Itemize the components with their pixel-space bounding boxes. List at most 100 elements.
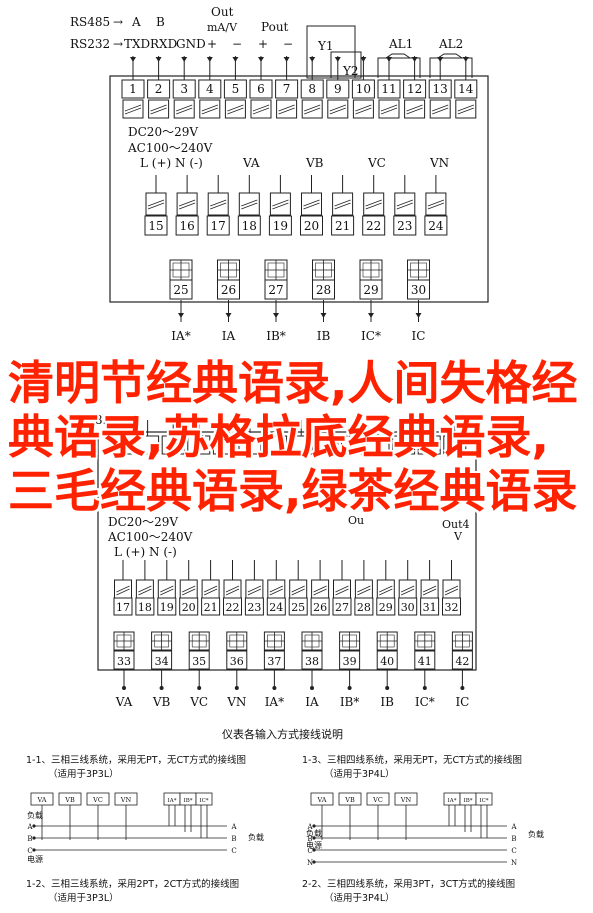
mini-right-phase-letter-right-N: N: [511, 859, 517, 867]
bot-terminal-arrow-30: [415, 313, 422, 318]
top-terminal-arrow-11: [386, 57, 392, 62]
bottom-out4-label: Out4: [442, 518, 470, 531]
bottom-mid-screw-23-body: [245, 579, 264, 601]
bottom-mid-screw-22-slash-b: [225, 588, 240, 596]
top-terminal-screw-14-slash-b: [457, 107, 474, 115]
bottom-mid-box-29: [376, 597, 396, 616]
bot-terminal-arrow-28: [320, 313, 327, 318]
bottom-mid-screw-17-slash-a: [116, 585, 130, 593]
mini-right-phase-dot-N: [312, 860, 316, 864]
bottom-bot-dot-35: [197, 686, 202, 690]
mid-terminal-screw-17-body: [207, 192, 229, 216]
bottom-mid-number-23: 23: [247, 601, 261, 614]
bottom-bot-grid-40-grid-inner: [379, 634, 395, 648]
top-terminal-number-9: 9: [334, 82, 342, 96]
bottom-bot-number-33: 33: [117, 655, 131, 668]
bottom-mid-box-17: [113, 597, 133, 616]
bottom-mid-screw-27-body: [333, 579, 351, 601]
bottom-label-2: VC: [189, 695, 208, 709]
mid-terminal-screw-18-slash-a: [241, 199, 258, 207]
top-terminal-screw-2-slash-a: [150, 104, 167, 112]
mini-left-phase-letter-left-B: B: [27, 835, 32, 843]
bottom-rs485-label: RS485: [70, 413, 110, 427]
bottom-bot-dot-33: [122, 686, 126, 690]
bottom-mid-number-26: 26: [313, 601, 327, 614]
mid-terminal-screw-15-body: [145, 192, 167, 216]
rs232-label: RS232: [70, 37, 110, 51]
bottom-mid-screw-21-body: [201, 579, 220, 601]
mid-terminal-screw-16-slash-b: [178, 202, 196, 210]
bottom-mid-number-27: 27: [335, 601, 349, 614]
mid-terminal-box-15: [144, 215, 168, 236]
bottom-bot-number-36: 36: [230, 655, 244, 668]
wiring-instructions: 仪表各输入方式接线说明 1-1、三相三线系统，采用无PT，无CT方式的接线图 （…: [26, 727, 544, 904]
rs485-pin-b: B: [156, 15, 165, 29]
bot-terminal-arrow-27: [273, 313, 279, 318]
mid-terminal-number-18: 18: [242, 219, 257, 233]
bottom-mid-screw-23-slash-a: [247, 585, 262, 593]
mini-right-phase-letter-left-C: C: [307, 847, 312, 855]
bottom-mid-screw-27-slash-a: [335, 585, 349, 593]
bottom-mid-screw-25-body: [289, 579, 308, 601]
mini-left-volt-label-3: VN: [120, 796, 132, 804]
mid-terminal-screw-24-body: [425, 192, 447, 216]
top-terminal-number-12: 12: [407, 82, 422, 96]
bottom-mid-number-31: 31: [423, 601, 437, 614]
mid-terminal-screw-19-slash-a: [272, 199, 289, 207]
top-terminal-screw-8-body: [301, 99, 323, 119]
top-terminal-screw-13-slash-b: [432, 107, 449, 115]
bottom-mid-screw-18-slash-a: [138, 585, 152, 593]
bottom-bot-dot-36: [234, 686, 239, 690]
bottom-mid-screw-25-slash-a: [291, 585, 305, 593]
mid-terminal-screw-21-slash-b: [334, 202, 351, 210]
mid-terminal-screw-21-body: [332, 192, 354, 216]
top-terminal-number-1: 1: [129, 82, 137, 96]
bottom-unit-fragment: V: [453, 530, 463, 543]
bottom-bot-grid-41-grid-inner: [417, 634, 433, 648]
relay-y1-label: Y1: [317, 39, 334, 53]
top-terminal-arrow-3: [181, 57, 188, 62]
bottom-bot-grid-34-grid-inner: [154, 634, 169, 648]
out-unit-label: mA/V: [207, 21, 238, 34]
top-terminal-number-5: 5: [232, 82, 240, 96]
relay-al1-label: AL1: [388, 37, 413, 51]
bot-terminal-box-27: [264, 279, 288, 300]
top-terminal-screw-8-slash-b: [304, 107, 321, 115]
overlay-headline: 清明节经典语录,人间失格经典语录,苏格拉底经典语录,三毛经典语录,绿茶经典语录: [8, 356, 578, 518]
current-label-0: IA*: [171, 329, 190, 343]
bottom-label-9: IC: [455, 695, 469, 709]
top-terminal-number-13: 13: [433, 82, 448, 96]
bottom-mid-screw-24-slash-b: [269, 588, 283, 596]
bottom-mid-screw-32-slash-a: [444, 585, 459, 593]
bottom-label-0: VA: [115, 695, 133, 709]
top-terminal-arrow-8: [309, 57, 316, 62]
mid-terminal-screw-24-slash-b: [427, 202, 445, 210]
mid-terminal-number-16: 16: [179, 219, 194, 233]
wiring-sub-1-2: （适用于3P3L）: [48, 892, 119, 904]
bottom-mid-screw-28-slash-b: [357, 588, 371, 596]
bottom-mid-screw-27-slash-b: [335, 588, 349, 596]
top-panel-frame: [109, 75, 489, 303]
mid-terminal-box-21: [331, 215, 355, 236]
bottom-bot-dot-34: [159, 686, 164, 690]
top-terminal-screw-12-slash-b: [406, 107, 423, 115]
top-terminal-screw-12-body: [404, 99, 426, 119]
bot-terminal-grid-25-grid-inner: [172, 262, 190, 278]
bottom-bot-number-37: 37: [267, 655, 281, 668]
rs232-pin-rxd: RXD: [150, 37, 177, 51]
bottom-mid-number-32: 32: [445, 601, 459, 614]
mini-left-curr-label-0: IA*: [168, 798, 177, 804]
top-terminal-screw-7-slash-b: [278, 107, 295, 115]
pout-minus: −: [283, 37, 293, 51]
bottom-mid-box-30: [398, 597, 418, 616]
bottom-power-ac-label: AC100～240V: [107, 530, 193, 544]
bottom-mid-box-19: [157, 597, 177, 616]
bottom-mid-screw-20-body: [179, 579, 198, 601]
mid-terminal-screw-18-body: [238, 192, 260, 216]
mini-right-phase-letter-right-A: A: [510, 823, 517, 831]
mid-terminal-box-24: [424, 215, 448, 236]
wiring-caption-1-3: 1-3、三相四线系统，采用无PT，无CT方式的接线图: [302, 754, 522, 766]
top-terminal-screw-12-slash-a: [406, 104, 423, 112]
mini-right-phase-dot-C: [312, 848, 316, 852]
bottom-mid-box-32: [442, 597, 461, 616]
